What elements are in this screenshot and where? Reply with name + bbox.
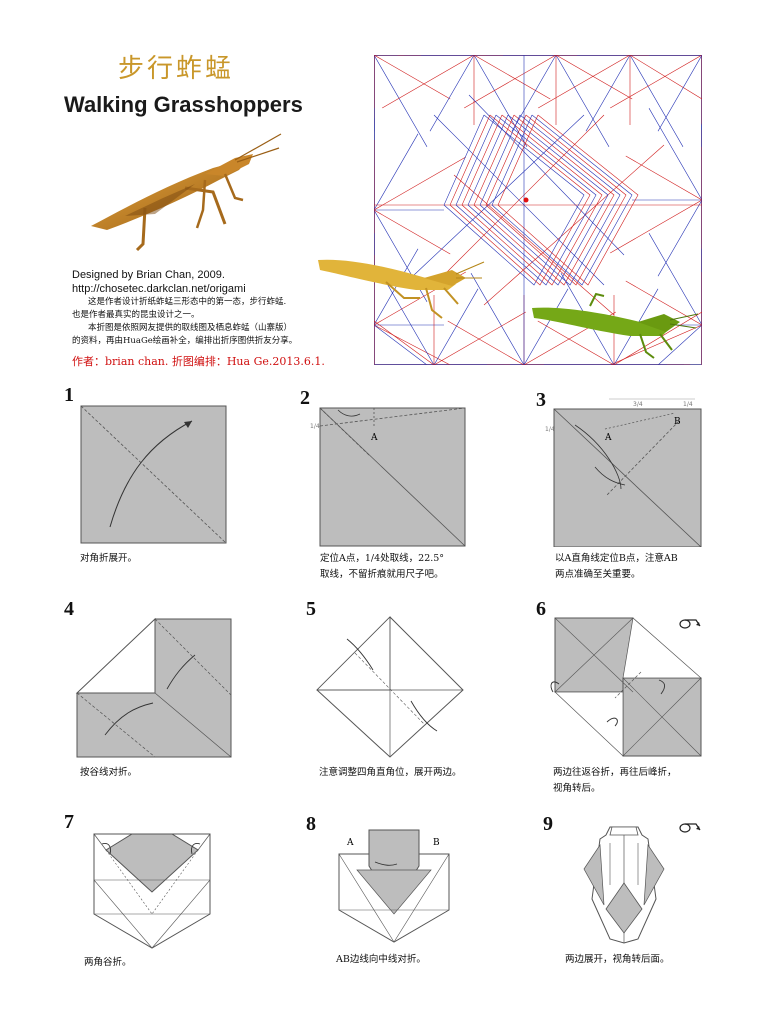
label-a: A	[346, 838, 354, 848]
intro-note-1: 这是作者设计折纸蚱蜢三形态中的第一态，步行蚱蜢. 也是作者最真实的昆虫设计之一。	[72, 296, 372, 322]
step-4-diagram	[75, 615, 235, 760]
designer-credit: Designed by Brian Chan, 2009. http://cho…	[72, 268, 246, 296]
svg-text:1/4: 1/4	[545, 426, 555, 433]
svg-text:3/4: 3/4	[633, 401, 643, 408]
step-number-2: 2	[300, 387, 310, 410]
turn-over-icon	[676, 820, 702, 836]
step-7-diagram	[92, 830, 212, 950]
step-number-1: 1	[64, 384, 74, 407]
step-4-caption: 按谷线对折。	[80, 765, 137, 781]
step-7-caption: 两角谷折。	[84, 955, 132, 971]
intro-note-2: 本折图是依照网友提供的取线图及栖息蚱蜢（山寨版） 的资料，再由HuaGe绘画补全…	[72, 322, 372, 348]
step-1-caption: 对角折展开。	[80, 551, 137, 567]
step-2-diagram: A 1/4	[310, 400, 470, 548]
title-chinese: 步行蚱蜢	[118, 48, 234, 85]
designer-url: http://chosetec.darkclan.net/origami	[72, 282, 246, 296]
green-grasshopper-illustration	[530, 292, 700, 360]
step-2-caption: 定位A点，1/4处取线，22.5° 取线，不留折痕就用尺子吧。	[320, 551, 444, 583]
step-6-diagram	[545, 612, 705, 760]
step-5-diagram	[315, 615, 465, 760]
step-5-caption: 注意调整四角直角位，展开两边。	[319, 765, 462, 781]
title-english: Walking Grasshoppers	[64, 92, 303, 118]
label-quarter: 1/4	[310, 423, 320, 430]
step-number-7: 7	[64, 811, 74, 834]
step-3-diagram: 3/4 1/4 A B 1/4	[545, 395, 705, 547]
label-a: A	[604, 433, 612, 443]
designer-line: Designed by Brian Chan, 2009.	[72, 268, 246, 282]
step-number-8: 8	[306, 813, 316, 836]
step-9-caption: 两边展开，视角转后面。	[565, 952, 670, 968]
step-3-caption: 以A直角线定位B点，注意AB 两点准确至关重要。	[555, 551, 678, 583]
step-9-diagram	[582, 825, 666, 945]
step-1-diagram	[80, 405, 230, 545]
step-6-caption: 两边往返谷折，再往后峰折， 视角转后。	[553, 765, 677, 797]
author-line: 作者：brian chan. 折图编排：Hua Ge.2013.6.1.	[72, 353, 325, 369]
label-b: B	[674, 417, 681, 427]
label-a: A	[370, 433, 378, 443]
step-number-4: 4	[64, 598, 74, 621]
step-number-9: 9	[543, 813, 553, 836]
step-8-diagram: A B	[335, 826, 453, 944]
turn-over-icon	[676, 616, 702, 632]
svg-text:1/4: 1/4	[683, 401, 693, 408]
step-8-caption: AB边线向中线对折。	[336, 952, 426, 968]
crease-reference-point	[524, 198, 529, 203]
label-b: B	[433, 838, 440, 848]
grasshopper-photo	[85, 128, 285, 258]
